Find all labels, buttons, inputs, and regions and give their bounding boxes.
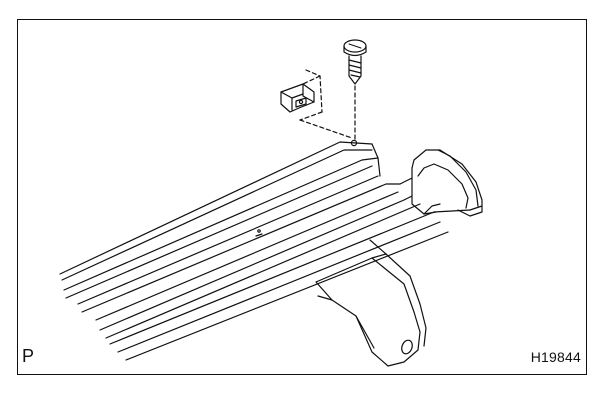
view-code-label: P xyxy=(22,346,35,366)
figure-code-label: H19844 xyxy=(530,349,581,365)
bolt-icon xyxy=(343,39,367,85)
rail-assembly xyxy=(59,139,483,361)
bracket xyxy=(315,239,427,367)
diagram-frame xyxy=(17,19,587,375)
clip-nut-icon xyxy=(280,83,315,113)
clip-guide-lines xyxy=(299,69,353,139)
